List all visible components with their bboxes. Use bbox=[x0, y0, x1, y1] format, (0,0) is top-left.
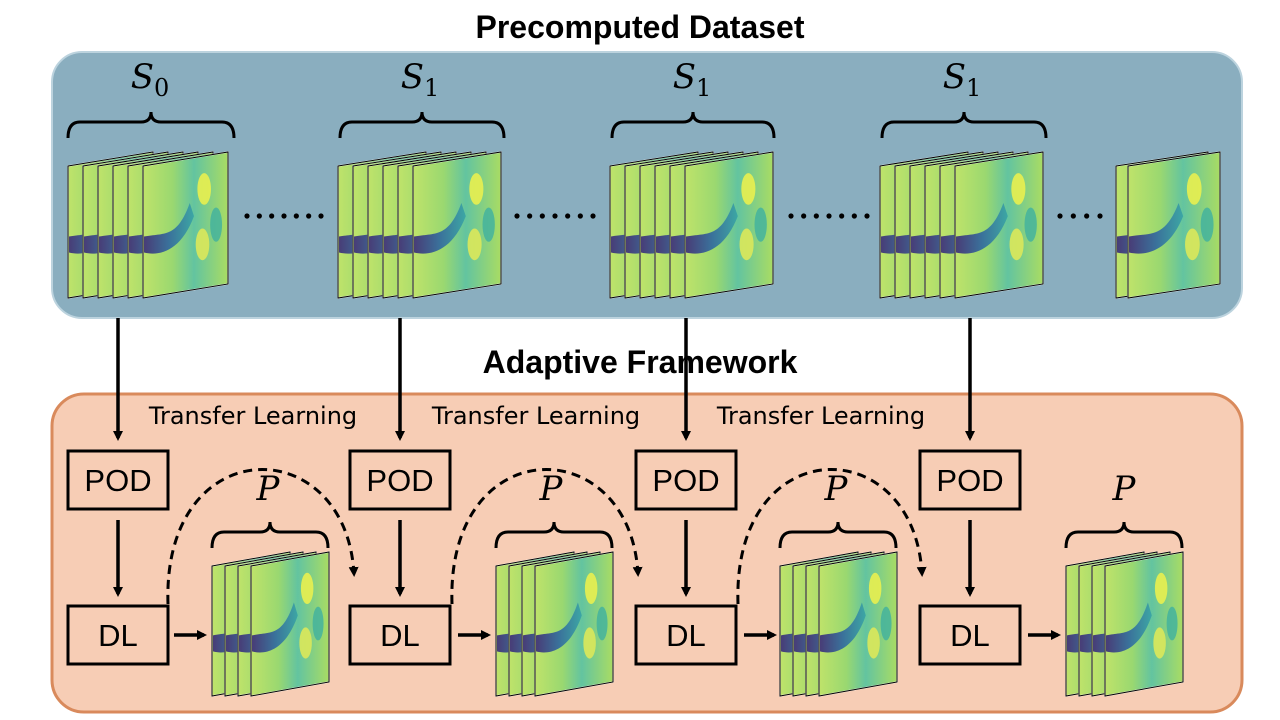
brace-s1-a bbox=[338, 111, 506, 139]
prediction-stack-3 bbox=[779, 551, 898, 697]
transfer-learning-label-3: Transfer Learning bbox=[716, 402, 925, 430]
prediction-label-4: P bbox=[1112, 469, 1137, 509]
ellipsis-layer bbox=[244, 213, 1103, 219]
prediction-label-1: P bbox=[256, 469, 281, 509]
prediction-label-3: P bbox=[824, 469, 849, 509]
ellipsis-3 bbox=[788, 213, 870, 219]
dataset-group-label-3: S1 bbox=[943, 57, 982, 102]
brace-p-1 bbox=[210, 521, 330, 549]
dataset-stack-s1-c-panel-5 bbox=[954, 151, 1044, 299]
dl-box-3: DL bbox=[634, 604, 738, 666]
dataset-stack-s0 bbox=[67, 151, 229, 299]
transfer-learning-label-2: Transfer Learning bbox=[431, 402, 640, 430]
dl-box-4: DL bbox=[918, 604, 1022, 666]
pod-label: POD bbox=[936, 463, 1003, 498]
dataset-stack-s1-b bbox=[609, 151, 774, 299]
prediction-stack-2 bbox=[495, 551, 614, 697]
pod-label: POD bbox=[84, 463, 151, 498]
ellipsis-2 bbox=[514, 213, 596, 219]
transfer-arc-3 bbox=[736, 467, 927, 605]
pod-box-2: POD bbox=[348, 449, 452, 511]
pod-label: POD bbox=[366, 463, 433, 498]
snapshot-stacks-layer bbox=[67, 151, 1221, 697]
dataset-title: Precomputed Dataset bbox=[476, 9, 805, 45]
dataset-stack-s1-a bbox=[337, 151, 502, 299]
brace-p-2 bbox=[494, 521, 614, 549]
dl-box-1: DL bbox=[66, 604, 170, 666]
prediction-stack-4 bbox=[1065, 551, 1184, 697]
braces-layer bbox=[66, 111, 1184, 549]
dataset-group-label-1: S1 bbox=[401, 57, 440, 102]
prediction-stack-4-panel-3 bbox=[1104, 551, 1184, 697]
prediction-stack-1-panel-3 bbox=[250, 551, 330, 697]
transfer-learning-label-1: Transfer Learning bbox=[148, 402, 357, 430]
arrows-layer bbox=[113, 318, 1061, 640]
pod-box-1: POD bbox=[66, 449, 170, 511]
ellipsis-1 bbox=[244, 213, 324, 219]
dl-box-2: DL bbox=[348, 604, 452, 666]
dataset-stack-last bbox=[1115, 151, 1221, 299]
prediction-label-2: P bbox=[539, 469, 564, 509]
dl-label: DL bbox=[950, 618, 990, 653]
ellipsis-4 bbox=[1057, 213, 1103, 219]
dataset-stack-s1-a-panel-5 bbox=[412, 151, 502, 299]
transfer-arc-2 bbox=[450, 467, 643, 605]
dataset-stack-last-panel-1 bbox=[1127, 151, 1221, 299]
brace-p-3 bbox=[778, 521, 898, 549]
pod-box-4: POD bbox=[918, 449, 1022, 511]
dl-label: DL bbox=[666, 618, 706, 653]
prediction-stack-1 bbox=[211, 551, 330, 697]
dl-label: DL bbox=[380, 618, 420, 653]
transfer-arc-1 bbox=[166, 467, 359, 605]
pod-label: POD bbox=[652, 463, 719, 498]
prediction-stack-3-panel-3 bbox=[818, 551, 898, 697]
dataset-stack-s1-c bbox=[879, 151, 1044, 299]
brace-s1-c bbox=[880, 111, 1048, 139]
brace-s1-b bbox=[610, 111, 776, 139]
dataset-stack-s1-b-panel-5 bbox=[684, 151, 774, 299]
dataset-group-label-2: S1 bbox=[673, 57, 712, 102]
dataset-group-label-0: S0 bbox=[131, 57, 170, 102]
brace-p-4 bbox=[1064, 521, 1184, 549]
dl-label: DL bbox=[98, 618, 138, 653]
framework-title: Adaptive Framework bbox=[483, 344, 798, 380]
pod-box-3: POD bbox=[634, 449, 738, 511]
boxes-layer: POD DL POD DL POD DL POD DL bbox=[66, 449, 1022, 666]
prediction-stack-2-panel-3 bbox=[534, 551, 614, 697]
dataset-stack-s0-panel-5 bbox=[142, 151, 229, 299]
brace-s0 bbox=[66, 111, 236, 139]
